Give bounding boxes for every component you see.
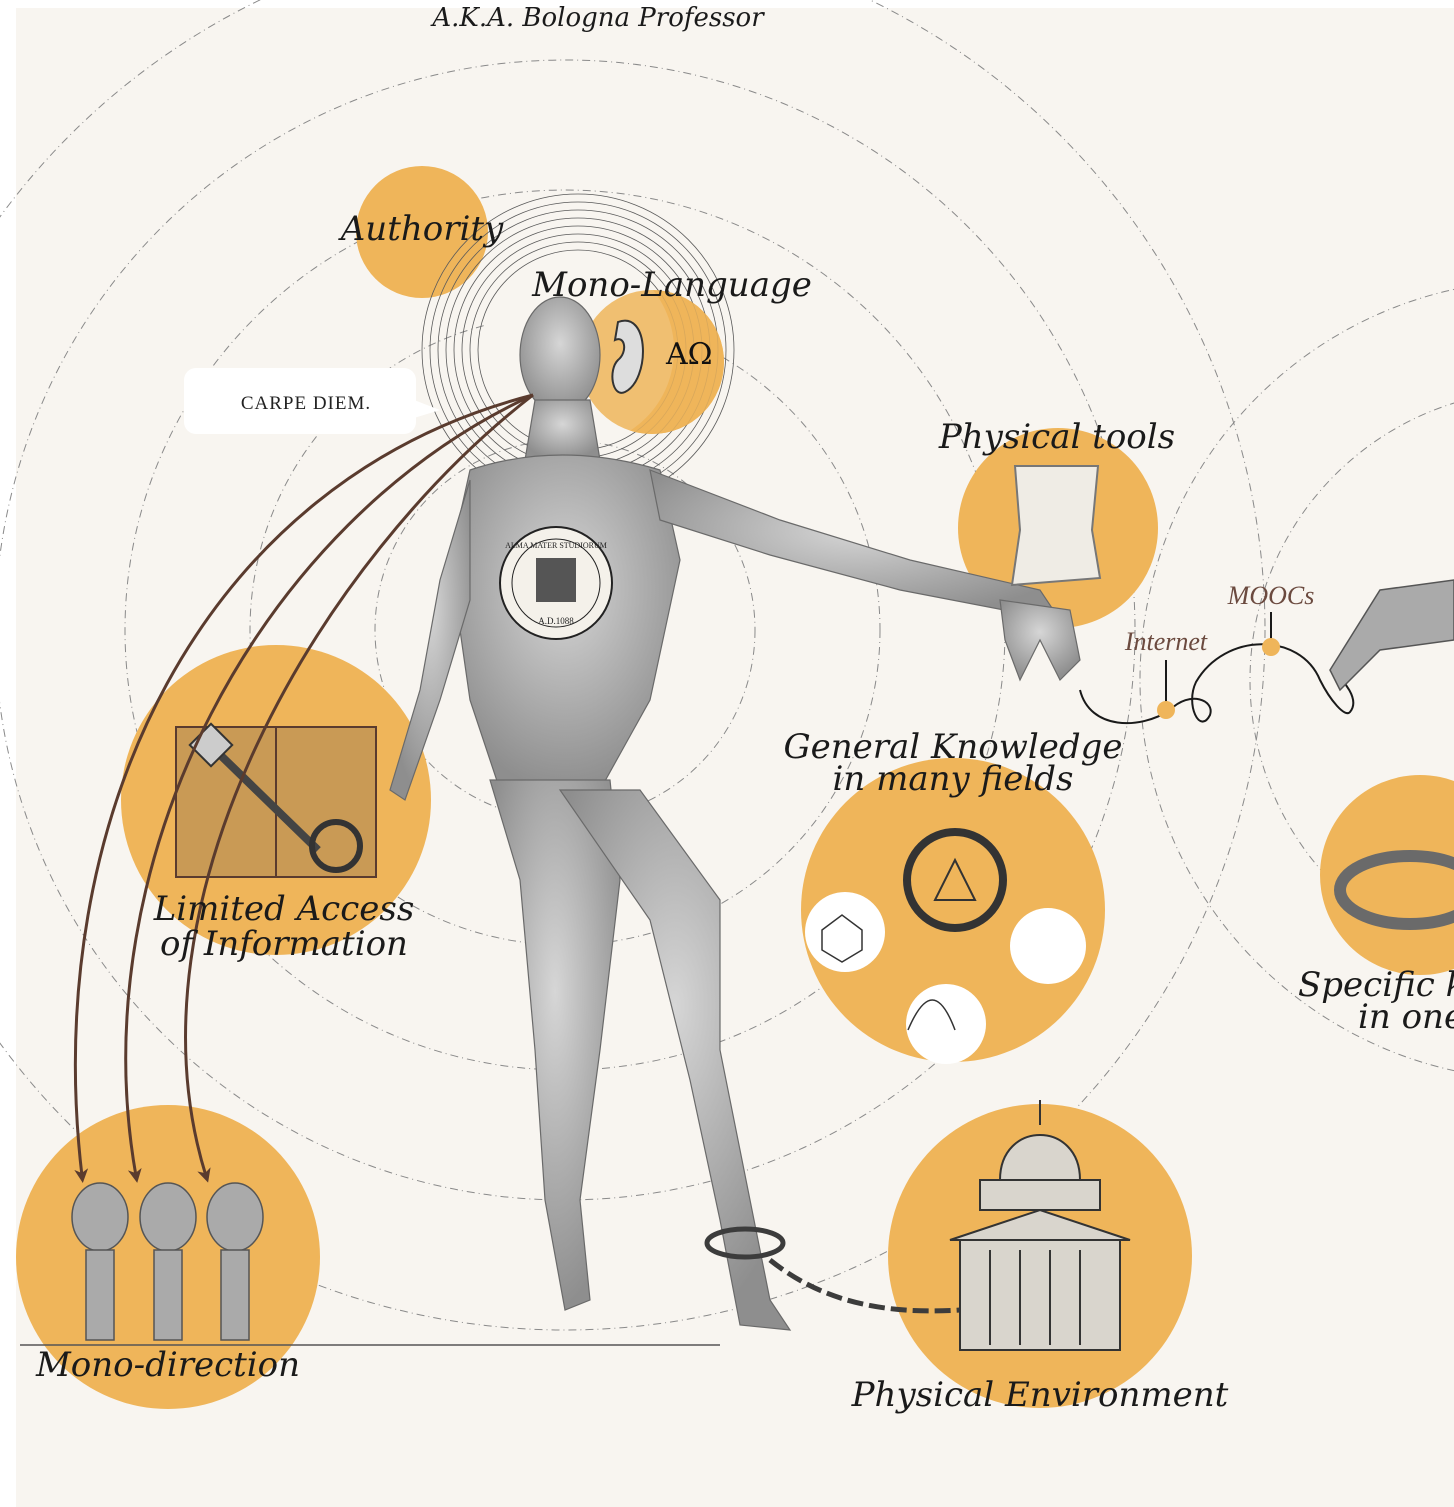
physical-environment-label: Physical Environment [851, 1375, 1229, 1415]
general-knowledge-label-line2: in many fields [833, 759, 1074, 799]
limited-access-label-line1: Limited Access [153, 889, 415, 929]
subtitle: A.K.A. Bologna Professor [430, 3, 765, 33]
knowledge-icons [805, 828, 1086, 1064]
university-seal: A.D.1088 ALMA MATER STUDIORUM [499, 526, 613, 640]
speech-bubble: CARPE DIEM. [184, 368, 440, 434]
building-icon [949, 1100, 1131, 1351]
authority-label: Authority [338, 209, 504, 249]
shackle-chain [704, 1226, 961, 1314]
authority-circle [356, 166, 488, 298]
physical-tools-label: Physical tools [938, 417, 1175, 457]
mouth-arrows [74, 393, 534, 1183]
internet-dot [1157, 701, 1175, 719]
speech-bubble-text: CARPE DIEM. [241, 393, 371, 414]
book-key-icon [175, 722, 377, 878]
ear-icon [611, 319, 644, 394]
mono-language-label: Mono-Language [531, 265, 812, 305]
general-knowledge-circle [801, 758, 1105, 1062]
limited-access-label-line2: of Information [160, 924, 408, 964]
seal-year: A.D.1088 [538, 616, 574, 626]
moocs-dot [1262, 638, 1280, 656]
internet-label: Internet [1124, 627, 1208, 656]
specific-knowledge-label-line1: Specific k [1298, 965, 1454, 1005]
specific-knowledge-label-line2: in one [1358, 997, 1454, 1037]
general-knowledge-label-line1: General Knowledge [783, 727, 1122, 767]
mono-language-circle-overlay [580, 290, 724, 434]
small-figures [71, 1182, 264, 1341]
seal-text: ALMA MATER STUDIORUM [505, 541, 607, 550]
mono-direction-label: Mono-direction [35, 1345, 300, 1385]
alpha-omega-icon: AΩ [665, 337, 713, 372]
right-hand [1329, 579, 1454, 692]
scroll-icon [1010, 465, 1102, 587]
ring-icon [1334, 850, 1454, 930]
moocs-label: MOOCs [1227, 581, 1315, 610]
